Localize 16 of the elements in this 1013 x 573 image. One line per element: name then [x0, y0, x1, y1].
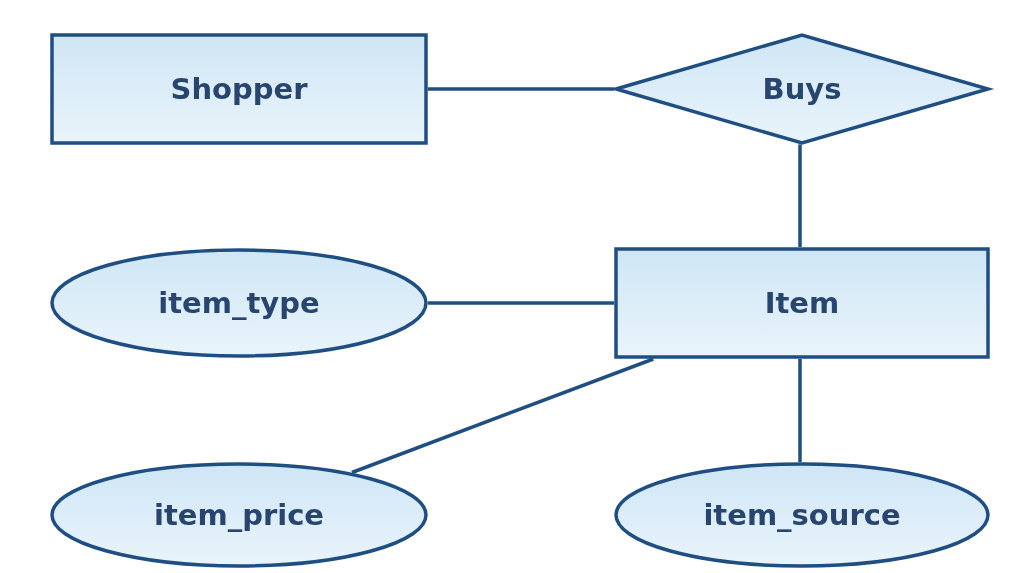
attribute-ellipse: [50, 462, 428, 568]
entity-label: item_source: [703, 498, 901, 532]
connector-line: [428, 87, 614, 91]
connector-line: [351, 357, 654, 475]
connector-line: [798, 144, 802, 247]
entity-box: [50, 33, 428, 145]
entity-label: Shopper: [170, 72, 308, 106]
attribute-ellipse: [614, 462, 990, 568]
entity-label: Buys: [762, 72, 842, 106]
entity-label: Item: [764, 286, 840, 320]
entity-label: item_price: [153, 498, 325, 532]
entity-box: [614, 247, 990, 359]
entity-label: item_type: [158, 286, 320, 320]
connector-line: [428, 301, 614, 305]
attribute-ellipse: [50, 248, 428, 358]
connector-line: [798, 359, 802, 462]
